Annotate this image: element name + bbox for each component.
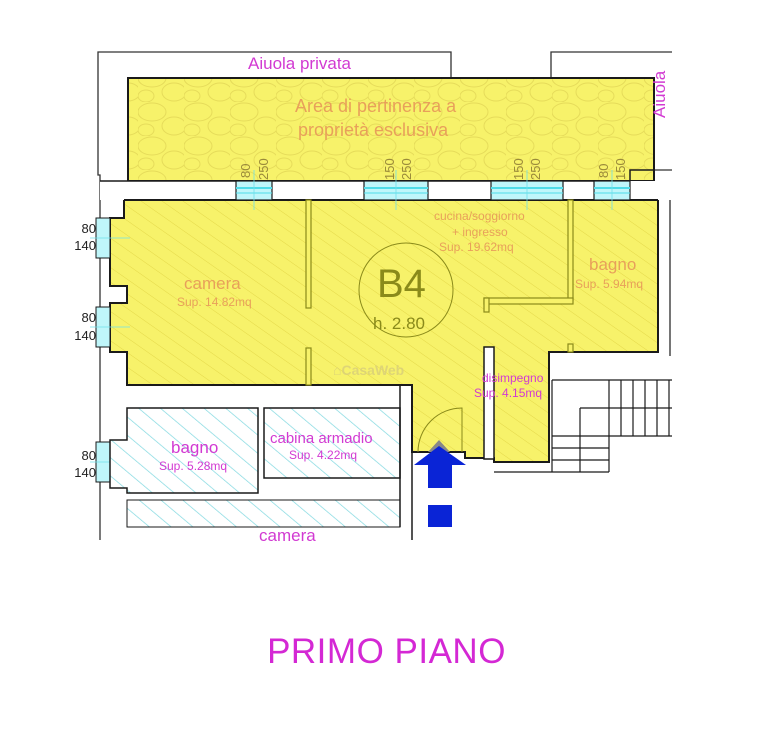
room-bagno-name: bagno <box>589 255 637 274</box>
unit-height: h. 2.80 <box>373 314 425 333</box>
window-dim: 150 <box>382 158 397 180</box>
window-dim: 250 <box>528 158 543 180</box>
internal-walls <box>305 199 574 386</box>
window-height: 250 <box>256 158 271 180</box>
exclusive-area <box>127 77 655 182</box>
window-width: 80 <box>238 163 253 178</box>
adj-room-closet-area: Sup. 4.22mq <box>289 448 358 462</box>
room-kitchen-name-2: + ingresso <box>452 225 508 239</box>
label-exclusive-area-1: Area di pertinenza a <box>295 96 457 116</box>
top-windows <box>235 170 631 210</box>
window-width: 150 <box>511 158 526 180</box>
unit-id: B4 <box>377 262 426 306</box>
window-height: 140 <box>74 465 96 480</box>
left-window-dim: 80 <box>76 221 96 237</box>
floor-title: PRIMO PIANO <box>267 632 506 671</box>
entry-door <box>417 407 463 453</box>
window-dim: 80 <box>596 164 611 178</box>
left-window-dim: 80 <box>76 448 96 464</box>
left-windows <box>90 217 130 483</box>
left-window-dim: 140 <box>71 465 96 481</box>
room-kitchen-name-1: cucina/soggiorno <box>434 209 525 223</box>
window-width: 80 <box>81 221 96 236</box>
window-width: 80 <box>596 163 611 178</box>
window-dim: 80 <box>238 164 253 178</box>
window-width: 150 <box>382 158 397 180</box>
window-dim: 250 <box>256 158 271 180</box>
entry-arrow-icon <box>414 440 466 527</box>
window-dim: 150 <box>613 158 628 180</box>
room-camera-name: camera <box>184 274 241 293</box>
window-height: 140 <box>74 328 96 343</box>
room-bagno-area: Sup. 5.94mq <box>575 277 644 291</box>
left-window-dim: 140 <box>71 328 96 344</box>
window-height: 250 <box>399 158 414 180</box>
label-exclusive-area-2: proprietà esclusiva <box>298 120 449 140</box>
house-icon: ⌂ <box>333 362 342 378</box>
window-height: 150 <box>613 158 628 180</box>
unit-badge <box>358 242 454 338</box>
adj-room-bagno-area: Sup. 5.28mq <box>159 459 228 473</box>
room-disimpegno-name: disimpegno <box>482 371 544 385</box>
adj-room-camera-name: camera <box>259 526 316 545</box>
room-camera-area: Sup. 14.82mq <box>177 295 252 309</box>
watermark-text: CasaWeb <box>341 362 405 378</box>
window-width: 80 <box>81 448 96 463</box>
label-garden-right: Aiuola <box>650 70 669 118</box>
window-dim: 150 <box>511 158 526 180</box>
staircase <box>494 379 672 473</box>
unit-b4-floor <box>109 199 659 463</box>
label-garden-top: Aiuola privata <box>248 54 352 73</box>
adj-room-bagno-name: bagno <box>171 438 219 457</box>
window-width: 80 <box>81 310 96 325</box>
room-disimpegno-area: Sup. 4.15mq <box>474 386 543 400</box>
watermark-logo: ⌂CasaWeb <box>333 362 404 378</box>
adjacent-unit <box>109 385 413 540</box>
adj-room-closet-name: cabina armadio <box>270 430 373 447</box>
room-kitchen-area: Sup. 19.62mq <box>439 240 514 254</box>
window-dim: 250 <box>399 158 414 180</box>
window-height: 250 <box>528 158 543 180</box>
left-window-dim: 140 <box>71 238 96 254</box>
window-height: 140 <box>74 238 96 253</box>
left-window-dim: 80 <box>76 310 96 326</box>
